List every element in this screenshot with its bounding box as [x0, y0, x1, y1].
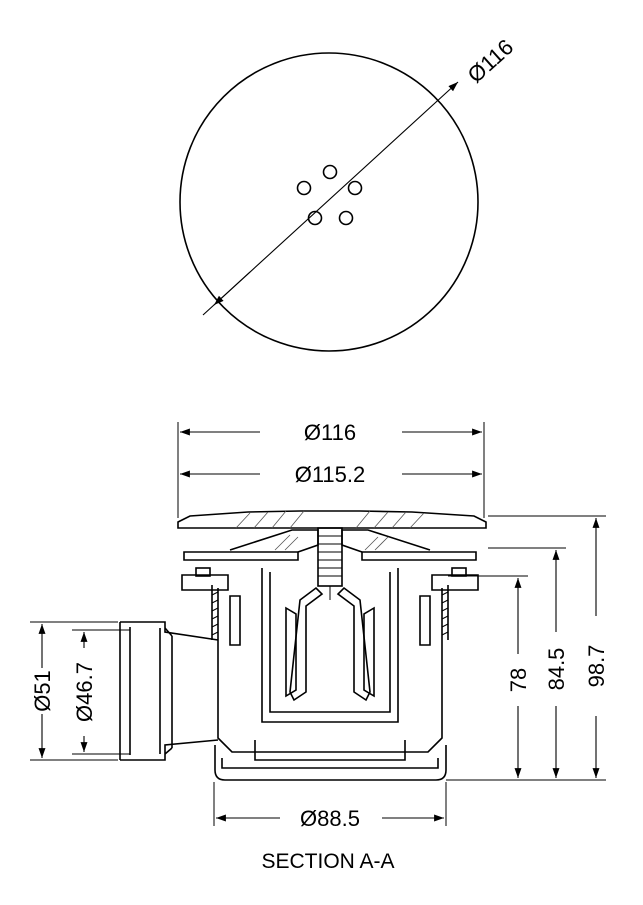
diameter-arrow — [213, 271, 251, 306]
section-caption: SECTION A-A — [261, 850, 394, 873]
drain-hole — [322, 164, 338, 180]
strainer-fingers — [285, 586, 375, 702]
section-view: Ø116 Ø115.2 Ø88.5 Ø51 Ø46.7 78 84.5 98.7… — [30, 420, 609, 873]
height-label-98-7: 98.7 — [584, 645, 609, 688]
height-label-84-5: 84.5 — [544, 648, 569, 691]
drain-hole — [296, 180, 312, 196]
flange — [181, 551, 479, 591]
outlet-outer-label: Ø51 — [30, 670, 55, 712]
height-label-78: 78 — [506, 668, 531, 692]
center-stem — [317, 527, 343, 600]
base-diameter-label: Ø88.5 — [300, 806, 360, 831]
outlet-inner-label: Ø46.7 — [72, 662, 97, 722]
drain-hole — [347, 180, 363, 196]
grate-outline — [179, 52, 479, 352]
side-outlet — [119, 621, 219, 761]
strainer-basket — [254, 568, 406, 761]
drain-hole — [338, 210, 354, 226]
drain-holes — [296, 164, 363, 226]
drain-hole — [307, 210, 323, 226]
inner-cover — [229, 529, 431, 553]
grate-cap — [177, 510, 487, 529]
top-diameter-label: Ø116 — [463, 34, 519, 87]
dimension-lines — [30, 422, 606, 826]
width-label-outer: Ø116 — [304, 420, 356, 445]
drain-body — [211, 585, 449, 781]
top-view: Ø116 — [179, 34, 519, 352]
width-label-inner: Ø115.2 — [295, 462, 366, 487]
